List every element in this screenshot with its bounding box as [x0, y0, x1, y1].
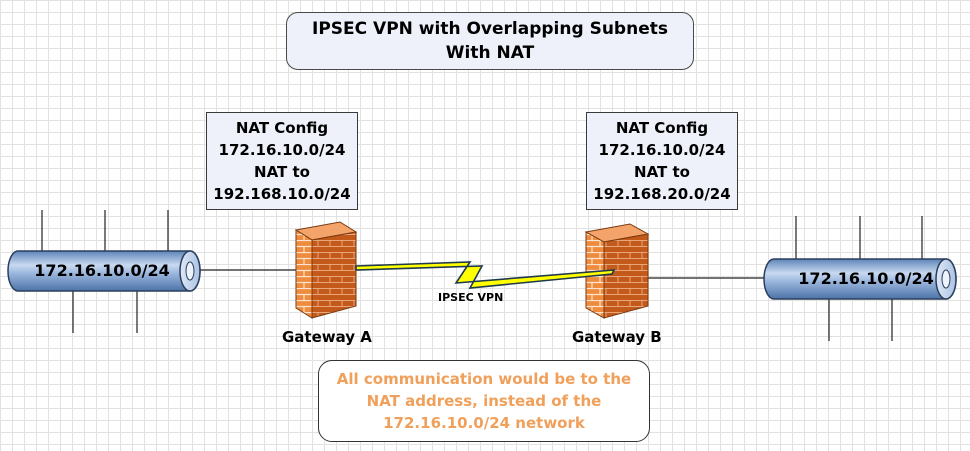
network-b-label: 172.16.10.0/24	[798, 269, 933, 288]
nat-config-a-box: NAT Config 172.16.10.0/24 NAT to 192.168…	[206, 112, 358, 210]
nat-b-line-3: NAT to	[634, 163, 690, 181]
network-b-cylinder: 172.16.10.0/24	[763, 258, 957, 300]
note-line-2: NAT address, instead of the	[366, 392, 602, 410]
network-a-drops	[41, 210, 169, 333]
network-b-drops	[795, 216, 923, 341]
gateway-a-label: Gateway A	[282, 328, 372, 346]
ipsec-vpn-label: IPSEC VPN	[438, 291, 504, 304]
nat-config-b-box: NAT Config 172.16.10.0/24 NAT to 192.168…	[586, 112, 738, 210]
note-box: All communication would be to the NAT ad…	[318, 360, 650, 442]
nat-b-line-1: NAT Config	[615, 119, 709, 137]
gateway-b-label: Gateway B	[572, 328, 662, 346]
nat-b-line-4: 192.168.20.0/24	[593, 185, 731, 203]
network-a-label: 172.16.10.0/24	[34, 261, 169, 280]
nat-b-line-2: 172.16.10.0/24	[598, 141, 726, 159]
title-line-1: IPSEC VPN with Overlapping Subnets	[312, 19, 668, 39]
gateway-a-firewall-icon	[294, 221, 358, 319]
diagram-title: IPSEC VPN with Overlapping Subnets With …	[286, 12, 694, 70]
ipsec-vpn-link	[355, 261, 616, 289]
nat-a-line-4: 192.168.10.0/24	[213, 185, 351, 203]
nat-a-line-3: NAT to	[254, 163, 310, 181]
nat-a-line-2: 172.16.10.0/24	[218, 141, 346, 159]
network-a-cylinder: 172.16.10.0/24	[7, 250, 201, 292]
nat-a-line-1: NAT Config	[235, 119, 329, 137]
note-line-3: 172.16.10.0/24 network	[383, 414, 585, 432]
title-line-2: With NAT	[445, 43, 535, 63]
note-line-1: All communication would be to the	[336, 370, 632, 388]
